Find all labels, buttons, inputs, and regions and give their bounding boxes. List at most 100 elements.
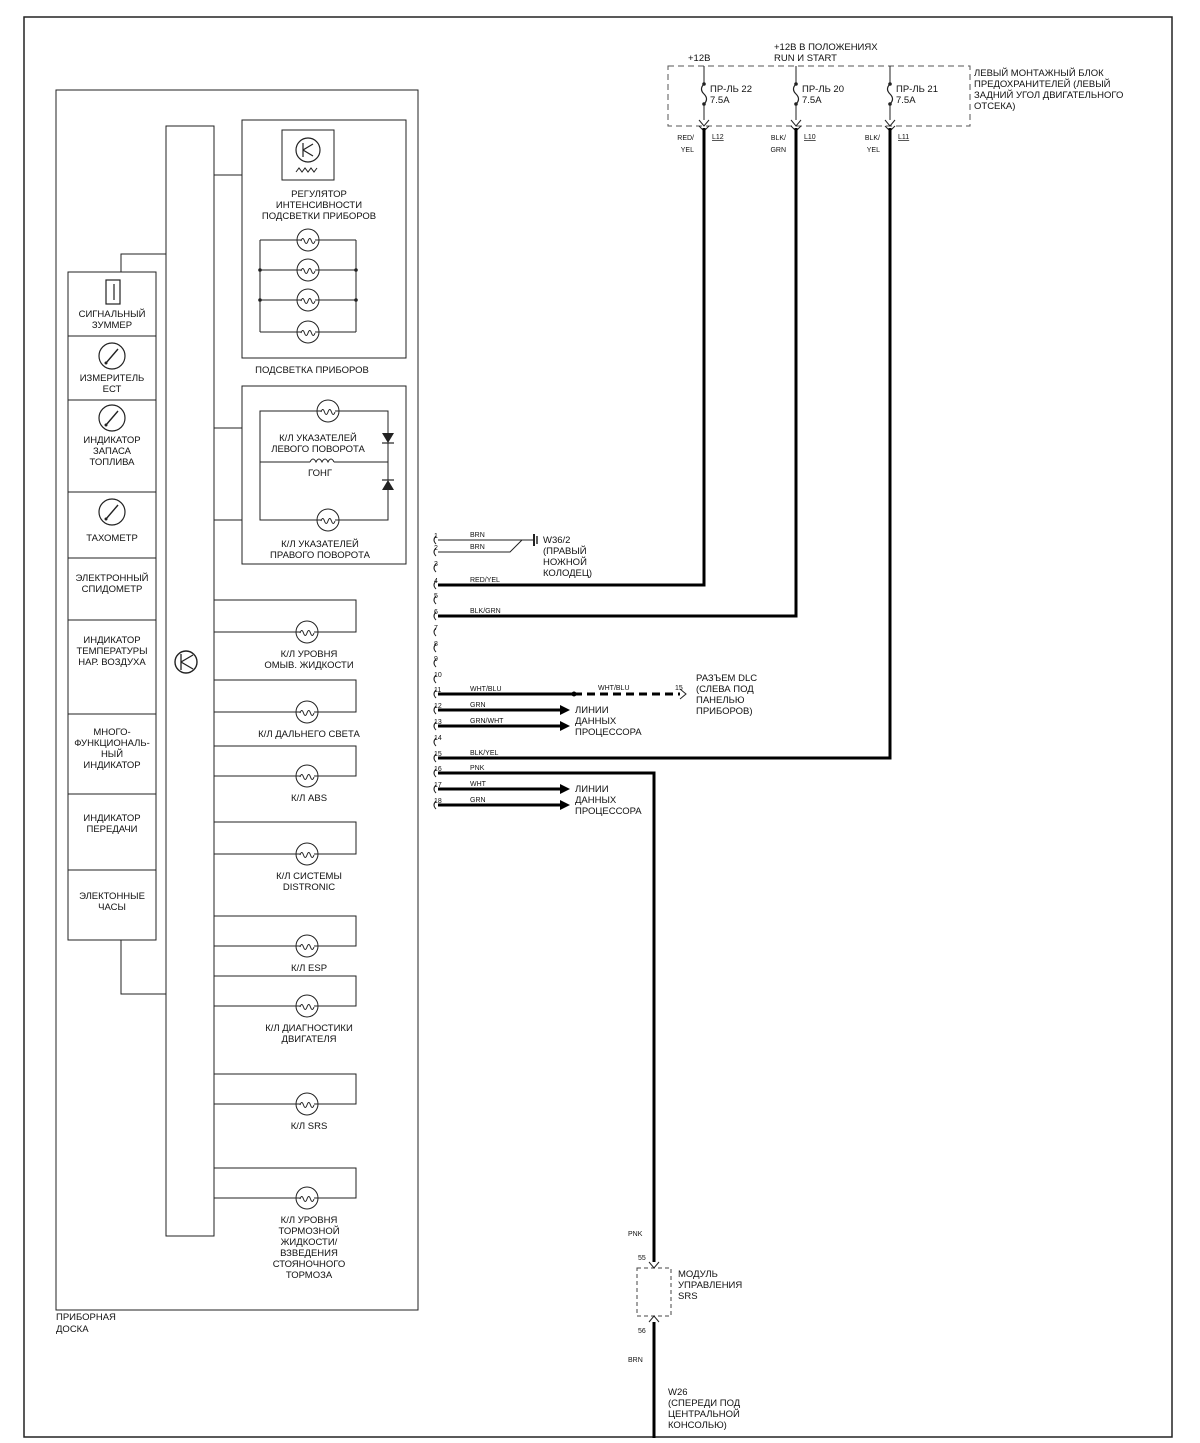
- cluster-label-1: ПРИБОРНАЯ: [56, 1312, 116, 1323]
- pin-number: 5: [434, 593, 438, 600]
- illumination-label: ПОДСВЕТКА ПРИБОРОВ: [255, 365, 369, 376]
- gauge-label: ФУНКЦИОНАЛЬ-: [74, 738, 150, 749]
- pin-wire-color: BRN: [470, 532, 485, 539]
- run-start-label-1: +12В В ПОЛОЖЕНИЯХ: [774, 42, 878, 53]
- gauge-label: ТЕМПЕРАТУРЫ: [76, 646, 147, 657]
- data-lines-1-l2: ДАННЫХ: [575, 716, 617, 727]
- fuel-gauge-icon: [98, 404, 126, 432]
- gauge-label: СИГНАЛЬНЫЙ: [79, 308, 146, 320]
- fuse-rating: 7.5A: [896, 95, 916, 106]
- indicator-label: К/Л ДИАГНОСТИКИ: [265, 1023, 353, 1034]
- indicator-lamp-icon: [295, 1186, 319, 1210]
- ground-w26-icon: [646, 1438, 662, 1442]
- fuse-wire-1: BLK/: [865, 135, 880, 142]
- wiring: [438, 128, 892, 1438]
- gauge-label: ИНДИКАТОР: [83, 435, 140, 446]
- indicator-label: К/Л ДАЛЬНЕГО СВЕТА: [258, 729, 360, 740]
- srs-pin-out: 56: [638, 1328, 646, 1335]
- turn-right-label-1: К/Л УКАЗАТЕЛЕЙ: [281, 538, 359, 550]
- indicator-label: К/Л ESP: [291, 963, 327, 974]
- illumination-box: [241, 119, 407, 359]
- fuse-block-label-2: ПРЕДОХРАНИТЕЛЕЙ (ЛЕВЫЙ: [974, 78, 1111, 90]
- fuse-block: [667, 65, 971, 127]
- gauge-label: ИНДИКАТОР: [83, 813, 140, 824]
- outer-frame: [23, 16, 1173, 1438]
- indicator-lamp-icon: [295, 842, 319, 866]
- tachometer-icon: [98, 498, 126, 526]
- srs-wire-in: PNK: [628, 1231, 643, 1238]
- pin-number: 1: [434, 533, 438, 540]
- pin-wire-color: GRN: [470, 797, 486, 804]
- indicator-lamp-icon: [295, 764, 319, 788]
- fuse-block-label-1: ЛЕВЫЙ МОНТАЖНЫЙ БЛОК: [974, 67, 1104, 79]
- fuse-wire-1: RED/: [677, 135, 694, 142]
- fuse-wire-2: YEL: [867, 147, 880, 154]
- srs-label-1: МОДУЛЬ: [678, 1269, 718, 1280]
- fuse-wire-2: GRN: [770, 147, 786, 154]
- ground-w36-desc-3: КОЛОДЕЦ): [543, 568, 592, 579]
- indicator-label: К/Л СИСТЕМЫ: [276, 871, 342, 882]
- indicator-lamp-icon: [295, 700, 319, 724]
- pin-wire-color: GRN/WHT: [470, 718, 504, 725]
- gauge-label: ПЕРЕДАЧИ: [86, 824, 137, 835]
- ground-w36-desc-1: (ПРАВЫЙ: [543, 545, 587, 557]
- gauge-label: НАР. ВОЗДУХА: [78, 657, 146, 668]
- pin-number: 4: [434, 578, 438, 585]
- dimmer-label-3: ПОДСВЕТКИ ПРИБОРОВ: [262, 211, 376, 222]
- gauge-label: ЧАСЫ: [98, 902, 126, 913]
- processor-bar: [165, 125, 215, 1237]
- fuse-block-label-3: ЗАДНИЙ УГОЛ ДВИГАТЕЛЬНОГО: [974, 89, 1123, 101]
- gauge-label: ИНДИКАТОР: [83, 635, 140, 646]
- indicator-label: К/Л SRS: [291, 1121, 328, 1132]
- illumination-lamps: [258, 228, 358, 344]
- fuse-pin: L10: [804, 134, 816, 141]
- fuse-pin: L12: [712, 134, 724, 141]
- turn-signal-circuit: [259, 399, 394, 532]
- pin-number: 13: [434, 719, 442, 726]
- indicator-label: ОМЫВ. ЖИДКОСТИ: [264, 660, 354, 671]
- instrument-cluster-box: [55, 89, 419, 1311]
- pin-number: 11: [434, 687, 441, 694]
- indicator-label: К/Л УРОВНЯ: [281, 649, 338, 660]
- fuse-pin: L11: [898, 134, 909, 141]
- gauge-label: СПИДОМЕТР: [82, 584, 143, 595]
- processor-icon: [174, 650, 198, 674]
- supply-plus12: +12В: [688, 53, 710, 64]
- indicator-label: К/Л УРОВНЯ: [281, 1215, 338, 1226]
- pin-wire-color: WHT/BLU: [470, 686, 502, 693]
- ect-gauge-icon: [98, 342, 126, 370]
- pin-wire-color: BRN: [470, 544, 485, 551]
- indicator-lamp-icon: [295, 934, 319, 958]
- pin-number: 9: [434, 656, 438, 663]
- dlc-wire-label: WHT/BLU: [598, 685, 630, 692]
- gauge-label: ЕСТ: [103, 384, 122, 395]
- pin-number: 18: [434, 798, 442, 805]
- dlc-label-3: ПАНЕЛЬЮ: [696, 695, 745, 706]
- indicator-label: ВЗВЕДЕНИЯ: [280, 1248, 338, 1259]
- pin-number: 14: [434, 735, 442, 742]
- indicator-lamp-icon: [295, 1092, 319, 1116]
- fuse-name: ПР-ЛЬ 22: [710, 84, 752, 95]
- pin-wire-color: BLK/GRN: [470, 608, 501, 615]
- turn-right-label-2: ПРАВОГО ПОВОРОТА: [270, 550, 371, 561]
- gauge-label: МНОГО-: [93, 727, 130, 738]
- srs-pin-in: 55: [638, 1255, 646, 1262]
- gauge-label: ЗУММЕР: [92, 320, 132, 331]
- fuse-rating: 7.5A: [710, 95, 730, 106]
- ground-w36-name: W36/2: [543, 535, 570, 546]
- ground-w26-desc-1: (СПЕРЕДИ ПОД: [668, 1398, 741, 1409]
- indicator-label: ДВИГАТЕЛЯ: [282, 1034, 337, 1045]
- data-lines-1-l3: ПРОЦЕССОРА: [575, 727, 642, 738]
- pin-number: 8: [434, 641, 438, 648]
- pin-number: 7: [434, 625, 438, 632]
- turn-left-label-2: ЛЕВОГО ПОВОРОТА: [271, 444, 365, 455]
- ground-w26-desc-3: КОНСОЛЬЮ): [668, 1420, 727, 1431]
- srs-label-2: УПРАВЛЕНИЯ: [678, 1280, 742, 1291]
- pin-number: 6: [434, 609, 438, 616]
- indicator-label: DISTRONIC: [283, 882, 335, 893]
- pin-number: 15: [434, 751, 442, 758]
- gauge-label: ЗАПАСА: [93, 446, 132, 457]
